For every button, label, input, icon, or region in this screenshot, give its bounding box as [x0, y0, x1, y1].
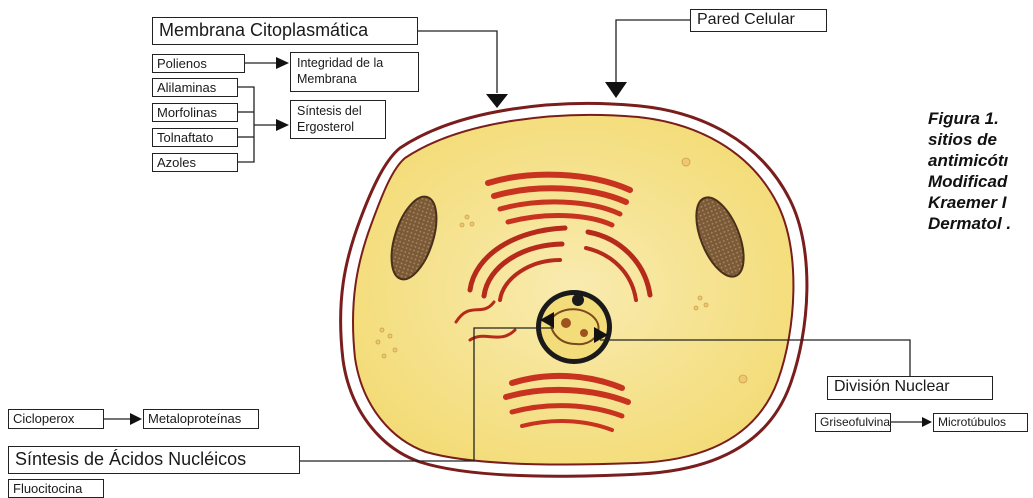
label-pared-celular: Pared Celular	[690, 9, 827, 32]
label-integridad-membrana: Integridad de la Membrana	[290, 52, 419, 92]
label-alilaminas: Alilaminas	[152, 78, 238, 97]
label-griseofulvina: Griseofulvina	[815, 413, 891, 432]
figure-caption: Figura 1. sitios de antimicótı Modificad…	[928, 108, 1011, 234]
label-membrana-citoplasmatica: Membrana Citoplasmática	[152, 17, 418, 45]
caption-line: Dermatol .	[928, 213, 1011, 234]
caption-line: Kraemer I	[928, 192, 1011, 213]
caption-line: sitios de	[928, 129, 1011, 150]
label-division-nuclear: División Nuclear	[827, 376, 993, 400]
caption-line: antimicótı	[928, 150, 1011, 171]
cell-membrane-outline	[353, 115, 793, 465]
label-microtubulos: Microtúbulos	[933, 413, 1028, 432]
label-sintesis-acidos-nucleicos: Síntesis de Ácidos Nucléicos	[8, 446, 300, 474]
integridad-line-1: Integridad de la	[297, 55, 412, 71]
caption-line: Figura 1.	[928, 108, 1011, 129]
label-cicloperox: Cicloperox	[8, 409, 104, 429]
label-polienos: Polienos	[152, 54, 245, 73]
sintesis-ergo-line-2: Ergosterol	[297, 119, 379, 135]
sintesis-ergo-line-1: Síntesis del	[297, 103, 379, 119]
label-tolnaftato: Tolnaftato	[152, 128, 238, 147]
integridad-line-2: Membrana	[297, 71, 412, 87]
label-metaloproteinas: Metaloproteínas	[143, 409, 259, 429]
label-fluocitocina: Fluocitocina	[8, 479, 104, 498]
label-azoles: Azoles	[152, 153, 238, 172]
label-morfolinas: Morfolinas	[152, 103, 238, 122]
nucleus	[536, 290, 612, 364]
label-sintesis-ergosterol: Síntesis del Ergosterol	[290, 100, 386, 139]
caption-line: Modificad	[928, 171, 1011, 192]
